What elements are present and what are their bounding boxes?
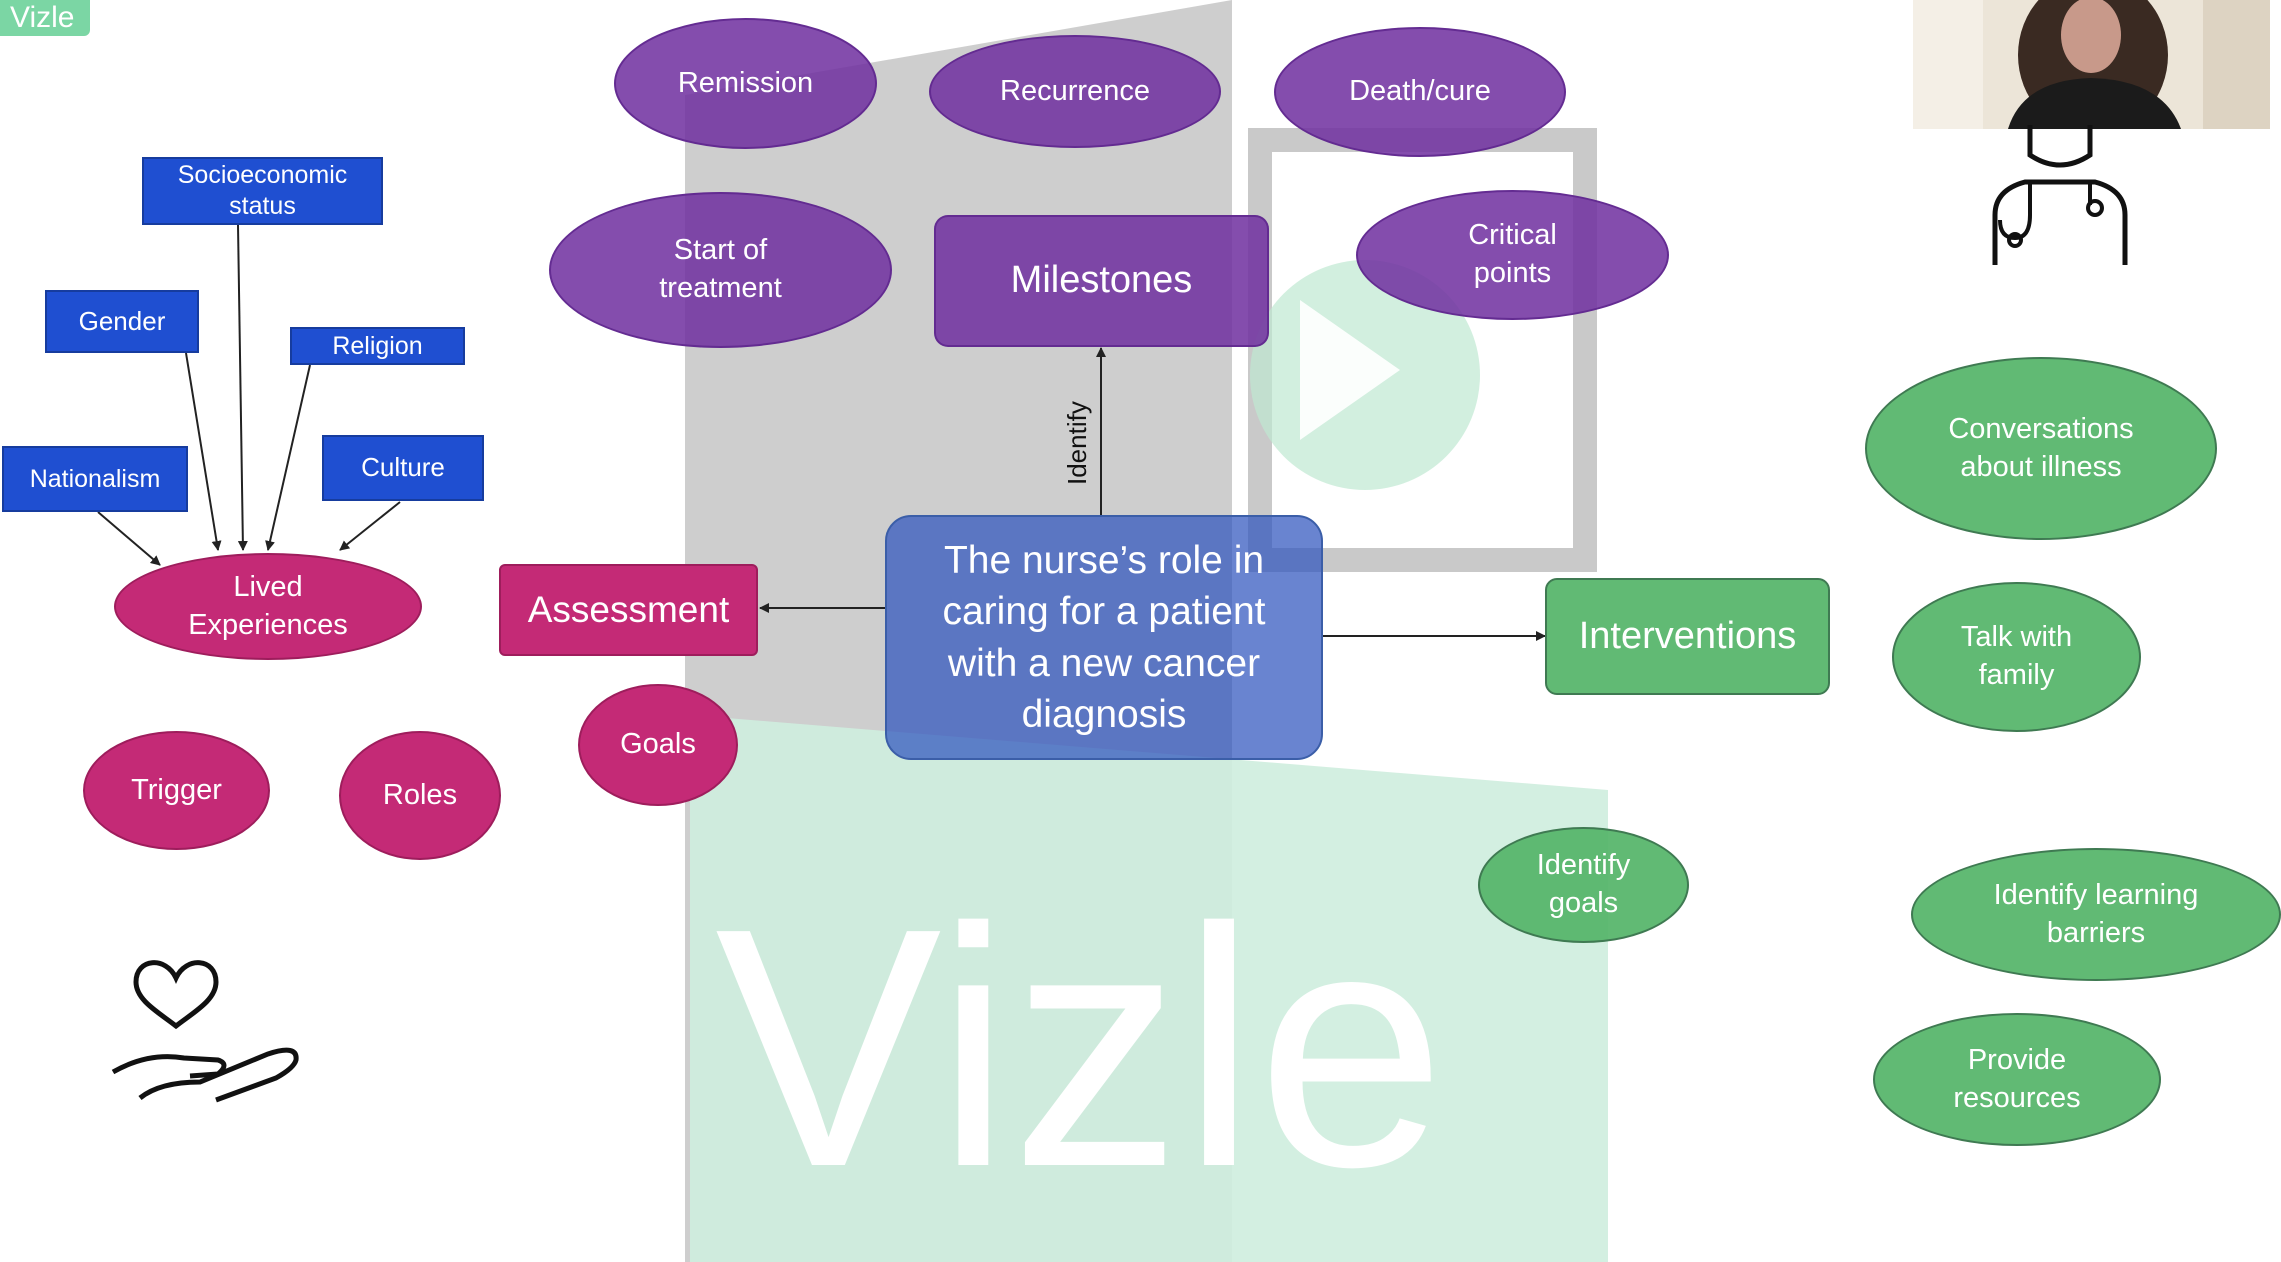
milestone-critical-points: Critical points bbox=[1356, 190, 1669, 320]
vizle-watermark-text: Vizle bbox=[715, 858, 1446, 1238]
vizle-logo: Vizle bbox=[0, 0, 90, 36]
arrow-nationalism bbox=[97, 511, 161, 566]
factor-socioeconomic-status: Socioeconomic status bbox=[142, 157, 383, 225]
assessment-box: Assessment bbox=[499, 564, 758, 656]
intervention-provide-resources: Provide resources bbox=[1873, 1013, 2161, 1146]
intervention-conversations-about-illness: Conversations about illness bbox=[1865, 357, 2217, 540]
presenter-silhouette bbox=[1913, 0, 2270, 129]
milestones-box: Milestones bbox=[934, 215, 1269, 347]
intervention-talk-with-family: Talk with family bbox=[1892, 582, 2141, 732]
goals-ellipse: Goals bbox=[578, 684, 738, 806]
milestone-recurrence: Recurrence bbox=[929, 35, 1221, 148]
milestone-start-of-treatment: Start of treatment bbox=[549, 192, 892, 348]
arrow-socioeconomic bbox=[237, 224, 248, 551]
central-topic: The nurse’s role in caring for a patient… bbox=[885, 515, 1323, 760]
factor-culture: Culture bbox=[322, 435, 484, 501]
intervention-identify-learning-barriers: Identify learning barriers bbox=[1911, 848, 2281, 981]
factor-nationalism: Nationalism bbox=[2, 446, 188, 512]
heart-in-hand-icon bbox=[111, 960, 299, 1103]
interventions-box: Interventions bbox=[1545, 578, 1830, 695]
roles-ellipse: Roles bbox=[339, 731, 501, 860]
milestone-remission: Remission bbox=[614, 18, 877, 149]
intervention-identify-goals: Identify goals bbox=[1478, 827, 1689, 943]
arrow-culture bbox=[339, 501, 401, 551]
factor-religion: Religion bbox=[290, 327, 465, 365]
trigger-ellipse: Trigger bbox=[83, 731, 270, 850]
arrow-religion bbox=[265, 364, 311, 551]
arrow-gender bbox=[185, 352, 222, 551]
presenter-video bbox=[1913, 0, 2270, 129]
nurse-icon bbox=[1992, 125, 2128, 265]
milestone-death-cure: Death/cure bbox=[1274, 27, 1566, 157]
factor-gender: Gender bbox=[45, 290, 199, 353]
lived-experiences-ellipse: Lived Experiences bbox=[114, 553, 422, 660]
identify-label: Identify bbox=[1062, 401, 1092, 485]
